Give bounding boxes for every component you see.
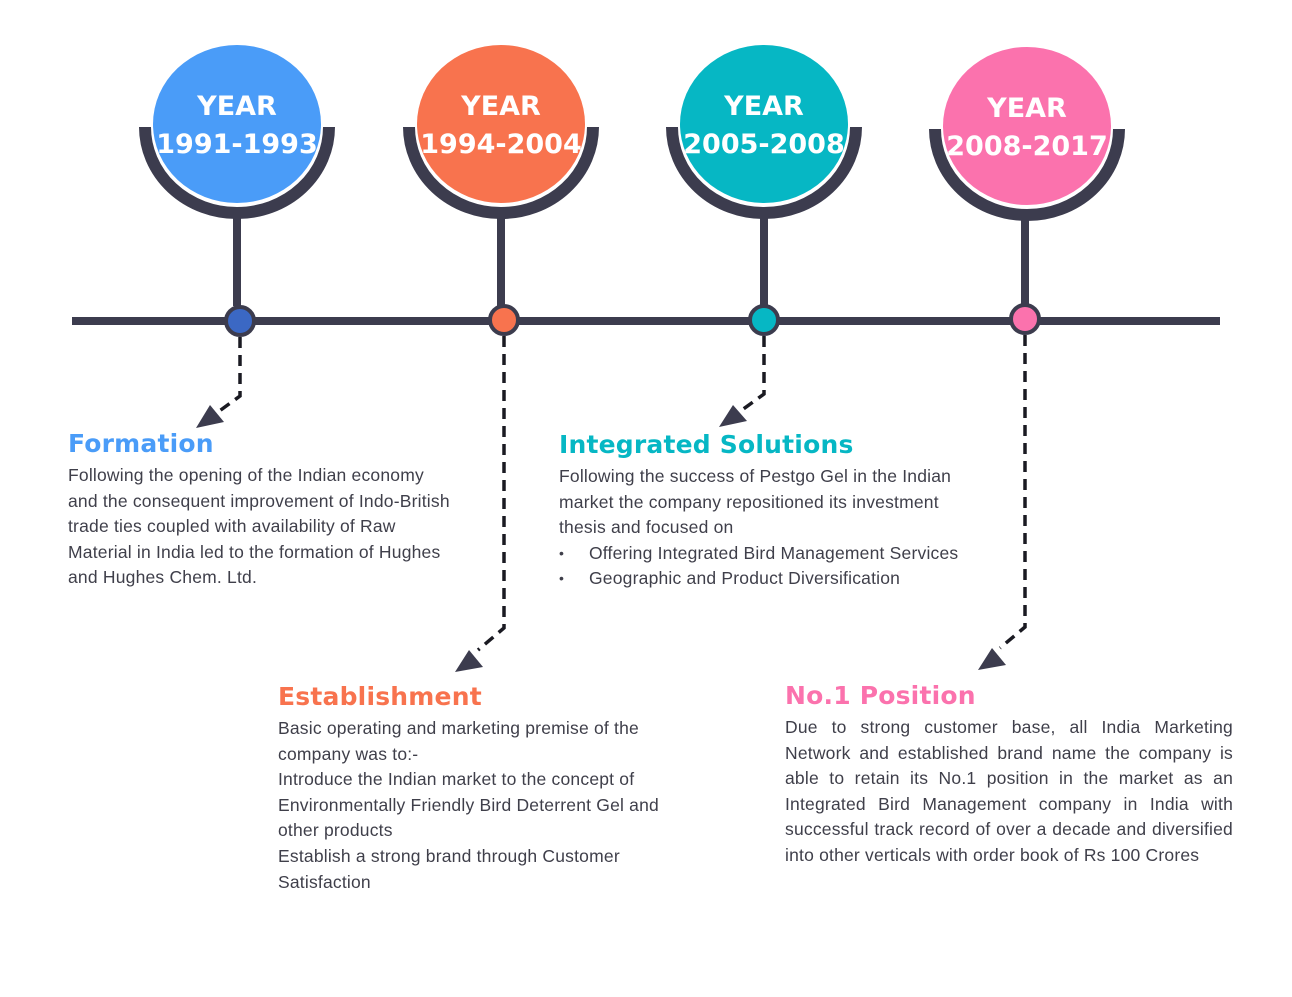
year-range: 2005-2008	[683, 129, 845, 160]
arrowhead-icon	[455, 650, 483, 672]
year-label: YEAR	[986, 93, 1067, 124]
milestone-1994-2004: YEAR 1994-2004	[403, 45, 599, 672]
formation-block: Formation Following the opening of the I…	[68, 429, 452, 591]
no1-position-text: Due to strong customer base, all India M…	[785, 717, 1233, 865]
formation-heading: Formation	[68, 429, 214, 458]
list-item: Offering Integrated Bird Management Serv…	[559, 541, 989, 567]
year-label: YEAR	[196, 91, 277, 122]
arrowhead-icon	[978, 648, 1006, 670]
timeline-dot	[1009, 303, 1041, 335]
timeline-dot	[488, 304, 520, 336]
integrated-solutions-text: Following the success of Pestgo Gel in t…	[559, 466, 952, 538]
milestone-1991-1993: YEAR 1991-1993	[139, 45, 335, 428]
dashed-connector	[740, 336, 766, 412]
dashed-connector	[216, 337, 242, 414]
integrated-solutions-heading: Integrated Solutions	[559, 430, 854, 459]
list-item: Geographic and Product Diversification	[559, 566, 989, 592]
milestone-2008-2017: YEAR 2008-2017	[929, 47, 1125, 670]
year-bubble-2005-2008	[680, 45, 848, 203]
arrowhead-icon	[719, 405, 747, 427]
integrated-solutions-block: Integrated Solutions Following the succe…	[559, 430, 989, 592]
establishment-text-1: Basic operating and marketing premise of…	[278, 718, 639, 764]
establishment-text-2: Introduce the Indian market to the conce…	[278, 769, 659, 841]
year-range: 1991-1993	[156, 129, 318, 160]
establishment-text-3: Establish a strong brand through Custome…	[278, 845, 620, 892]
timeline-dot	[224, 305, 256, 337]
establishment-heading: Establishment	[278, 682, 482, 711]
year-bubble-2008-2017	[943, 47, 1111, 205]
year-label: YEAR	[723, 91, 804, 122]
year-range: 1994-2004	[420, 129, 582, 160]
milestone-2005-2008: YEAR 2005-2008	[666, 45, 862, 427]
year-label: YEAR	[460, 91, 541, 122]
no1-position-heading: No.1 Position	[785, 681, 976, 710]
timeline-dot	[748, 304, 780, 336]
establishment-block: Establishment Basic operating and market…	[278, 682, 703, 895]
arrowhead-icon	[196, 405, 224, 428]
no1-position-block: No.1 Position Due to strong customer bas…	[785, 681, 1233, 869]
year-bubble-1994-2004	[417, 45, 585, 203]
dashed-connector	[476, 336, 506, 652]
formation-text: Following the opening of the Indian econ…	[68, 465, 450, 588]
integrated-solutions-list: Offering Integrated Bird Management Serv…	[559, 541, 989, 592]
year-bubble-1991-1993	[153, 45, 321, 203]
year-range: 2008-2017	[946, 131, 1108, 162]
dashed-connector	[998, 335, 1027, 650]
